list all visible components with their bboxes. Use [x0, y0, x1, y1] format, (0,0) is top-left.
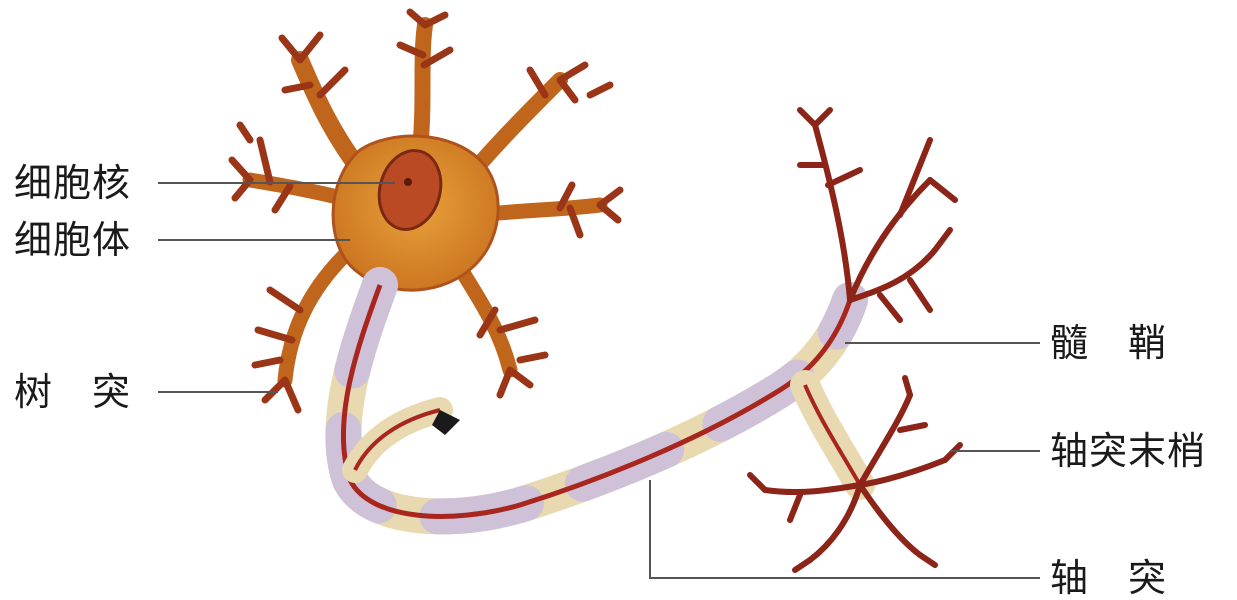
label-axon-terminal: 轴突末梢: [1050, 432, 1206, 470]
label-myelin-sheath: 髓 鞘: [1050, 324, 1167, 362]
axon-terminal-upper: [800, 110, 955, 320]
label-cell-body: 细胞体: [14, 221, 131, 259]
label-nucleus: 细胞核: [14, 164, 131, 202]
label-axon: 轴 突: [1050, 559, 1167, 597]
axon: [343, 285, 860, 516]
leader-line-axon: [650, 480, 1040, 578]
label-dendrite: 树 突: [14, 373, 131, 411]
